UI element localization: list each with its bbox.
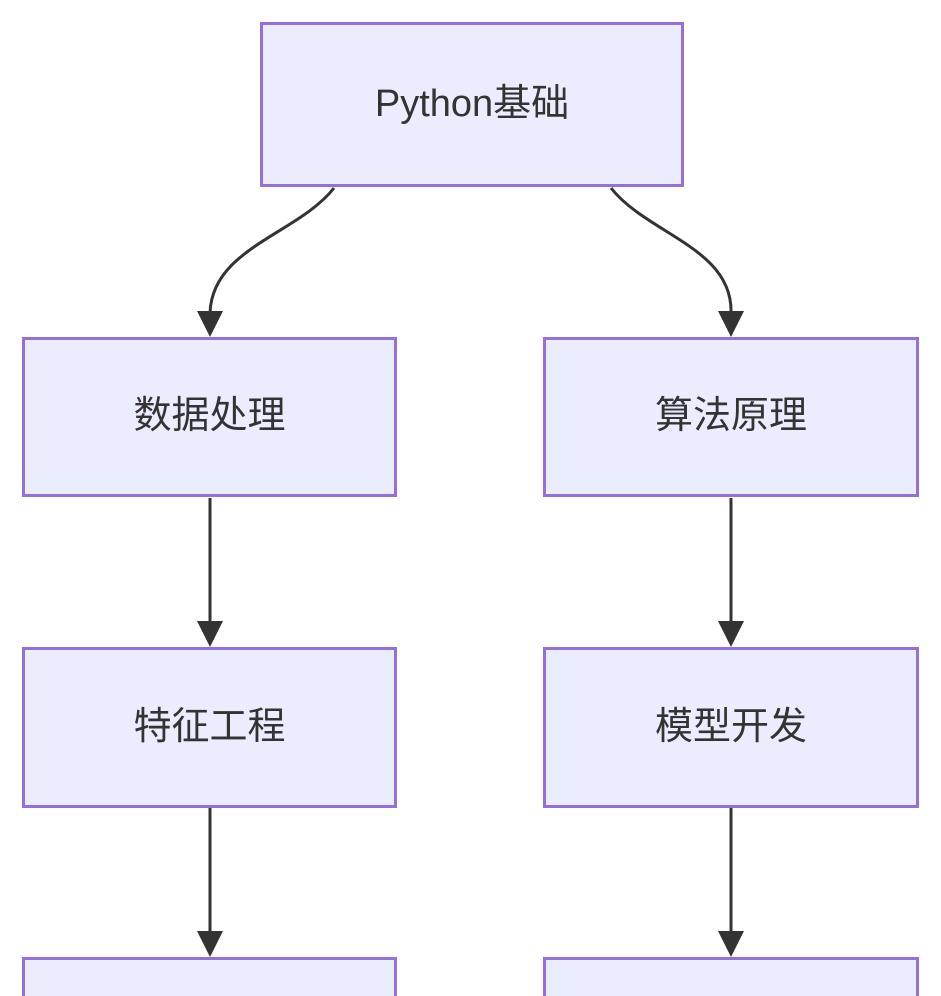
arrowhead-icon (197, 931, 223, 957)
node-label: Python基础 (374, 82, 570, 125)
node-bottom-right-partial (543, 957, 919, 996)
edge-python-basics-to-data-processing (208, 187, 336, 314)
node-bottom-left-partial (22, 957, 397, 996)
node-label: 数据处理 (133, 395, 286, 438)
node-label: 特征工程 (133, 705, 286, 748)
arrowhead-icon (718, 621, 744, 647)
node-feature-engineering: 特征工程 (22, 647, 397, 808)
arrowhead-icon (197, 621, 223, 647)
arrowhead-icon (718, 931, 744, 957)
node-python-basics: Python基础 (260, 22, 684, 187)
node-model-development: 模型开发 (543, 647, 919, 808)
node-label: 模型开发 (654, 705, 807, 748)
edge-python-basics-to-algorithm-principles (609, 187, 733, 314)
arrowhead-icon (718, 311, 744, 337)
node-label: 算法原理 (654, 395, 807, 438)
arrowhead-icon (197, 311, 223, 337)
node-data-processing: 数据处理 (22, 337, 397, 497)
node-algorithm-principles: 算法原理 (543, 337, 919, 497)
